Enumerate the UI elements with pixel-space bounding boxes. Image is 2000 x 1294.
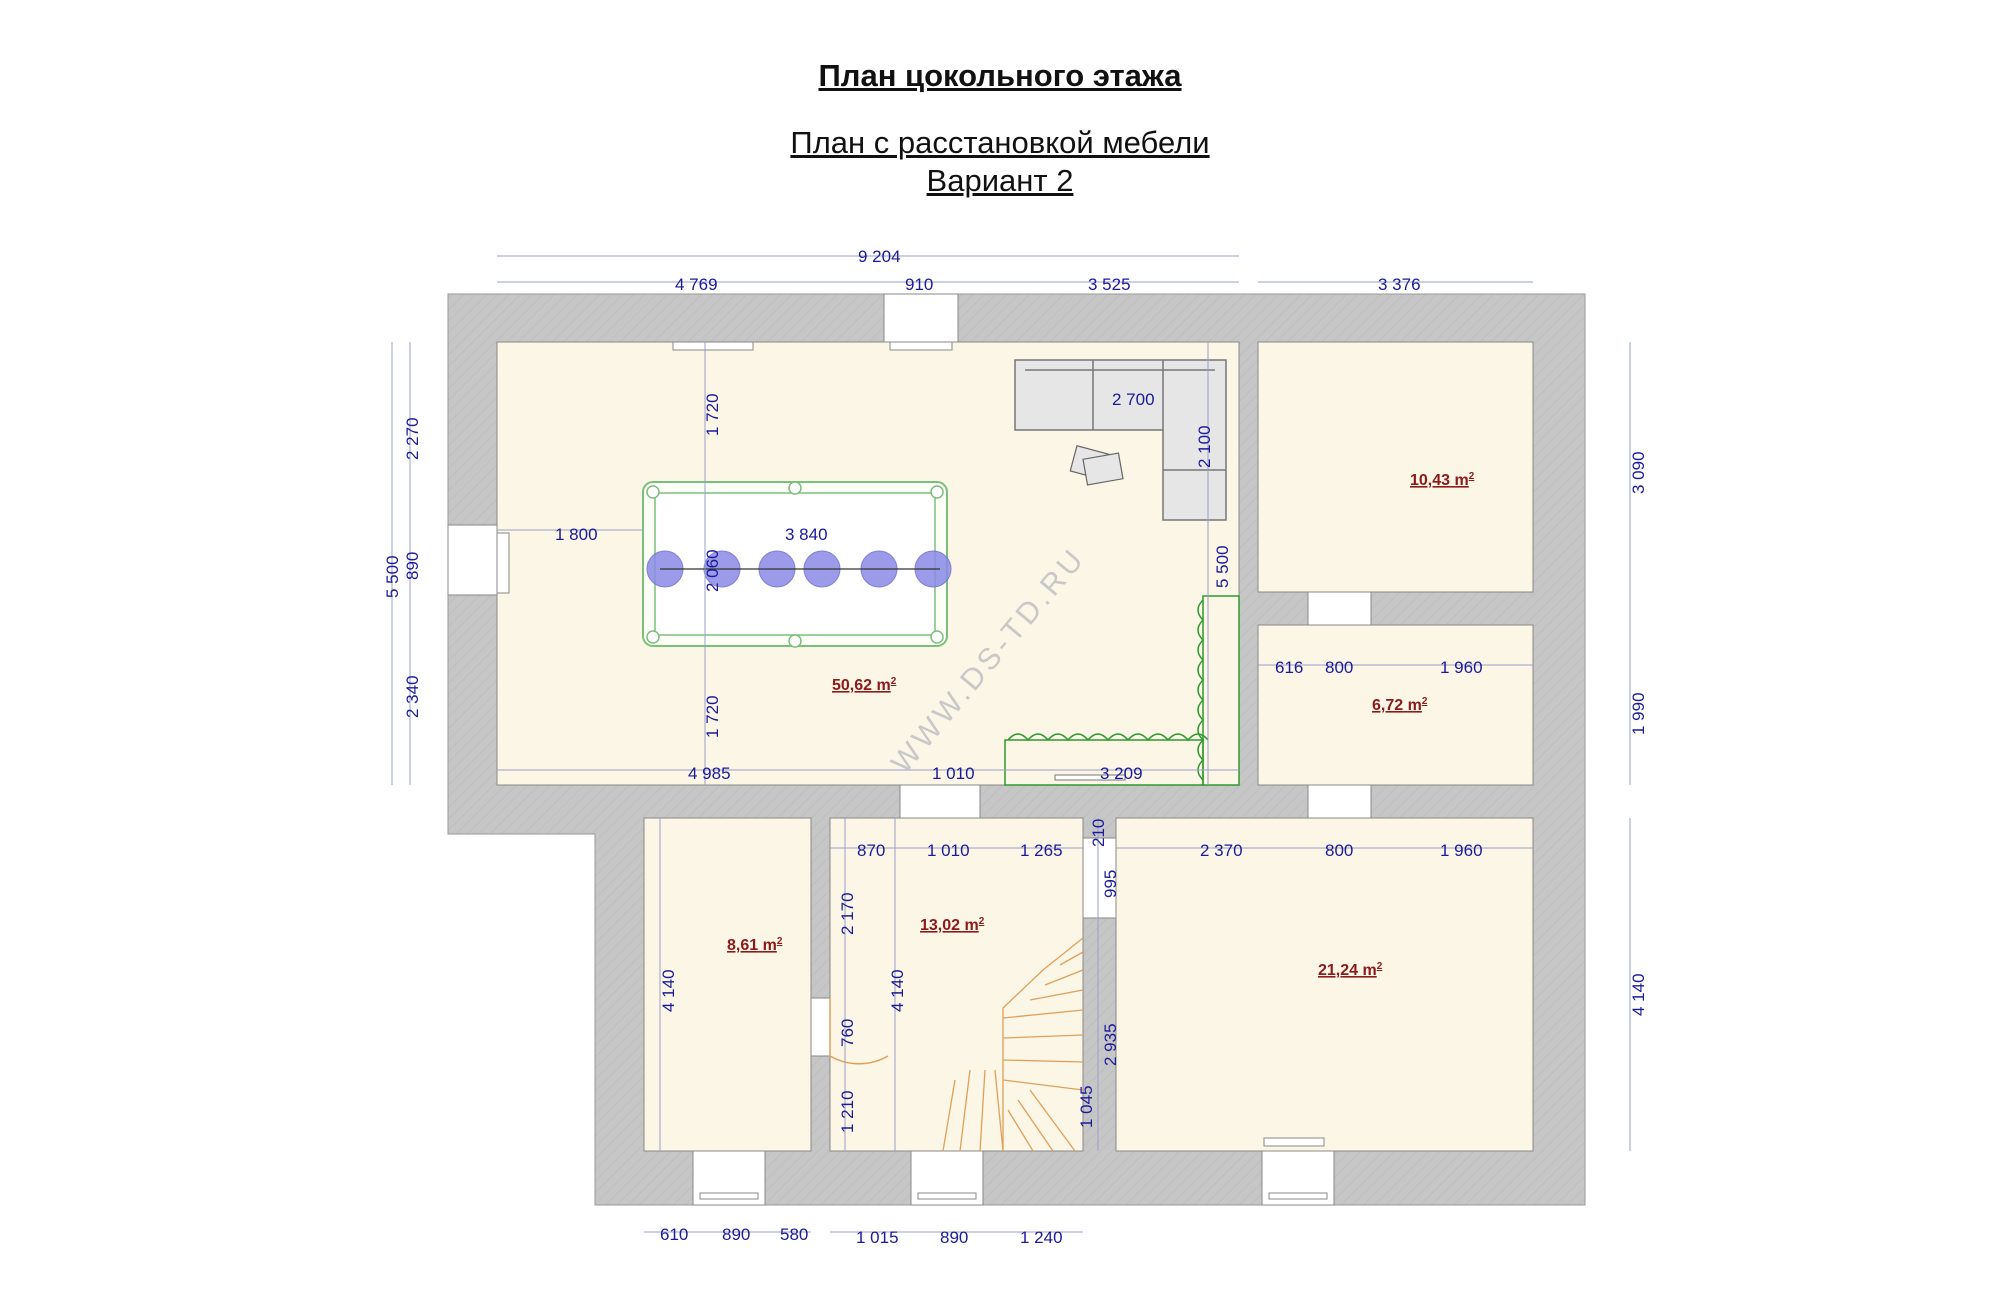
area-stair-hall: 13,02 m2 <box>920 916 985 934</box>
dim-bot-1: 610 <box>660 1225 688 1244</box>
dim-sofa-depth: 2 100 <box>1195 425 1214 468</box>
dim-top-4: 3 376 <box>1378 275 1421 294</box>
dim-hall-v-top: 1 720 <box>703 393 722 436</box>
dim-right-3: 4 140 <box>1629 973 1648 1016</box>
area-room-sw: 8,61 m2 <box>727 936 783 954</box>
room-stair-hall <box>829 817 1084 1152</box>
dim-hall-v-right: 5 500 <box>1213 545 1232 588</box>
area-labels: 50,62 m2 10,43 m2 6,72 m2 8,61 m2 13,02 … <box>727 471 1475 979</box>
door-ne-e <box>1307 591 1372 626</box>
dim-st-5: 995 <box>1101 870 1120 898</box>
dim-e-2: 800 <box>1325 658 1353 677</box>
sofa <box>1014 359 1227 521</box>
dim-e-1: 616 <box>1275 658 1303 677</box>
dim-st-1: 870 <box>857 841 885 860</box>
dim-se-2: 800 <box>1325 841 1353 860</box>
dim-top-3: 3 525 <box>1088 275 1131 294</box>
dim-table-w: 2 060 <box>703 549 722 592</box>
room-ne <box>1257 341 1534 593</box>
area-main-hall: 50,62 m2 <box>832 676 897 694</box>
dim-st-3: 1 265 <box>1020 841 1063 860</box>
area-room-ne: 10,43 m2 <box>1410 471 1475 489</box>
billiard-table <box>642 481 952 648</box>
dim-st-6: 2 935 <box>1101 1023 1120 1066</box>
dim-st-2: 1 010 <box>927 841 970 860</box>
dim-left-3: 2 340 <box>403 675 422 718</box>
dim-hall-b-1: 4 985 <box>688 764 731 783</box>
dim-st-8: 2 170 <box>838 892 857 935</box>
door-stair-se <box>1082 837 1117 919</box>
dim-bot-5: 890 <box>940 1228 968 1247</box>
room-se <box>1115 817 1534 1152</box>
coffee-table <box>1069 445 1124 486</box>
door-swing <box>829 998 889 1065</box>
dim-bot-2: 890 <box>722 1225 750 1244</box>
dim-st-11: 1 210 <box>838 1090 857 1133</box>
dimension-lines <box>391 255 1631 1233</box>
dim-se-1: 2 370 <box>1200 841 1243 860</box>
door-hall-stair <box>899 784 981 819</box>
dim-top-1: 4 769 <box>675 275 718 294</box>
plan-title: План цокольного этажа <box>818 58 1182 93</box>
dim-sofa-len: 2 700 <box>1112 390 1155 409</box>
dim-bot-6: 1 240 <box>1020 1228 1063 1247</box>
dim-hall-v-bottom: 1 720 <box>703 695 722 738</box>
dim-e-3: 1 960 <box>1440 658 1483 677</box>
area-room-se: 21,24 m2 <box>1318 961 1383 979</box>
plan-variant: Вариант 2 <box>926 163 1074 198</box>
dim-left-total: 5 500 <box>383 555 402 598</box>
area-room-e: 6,72 m2 <box>1372 696 1428 714</box>
dim-left-2: 890 <box>403 552 422 580</box>
door-e-se <box>1307 784 1372 819</box>
plan-subtitle: План с расстановкой мебели <box>790 125 1210 160</box>
room-e <box>1257 624 1534 786</box>
window-left <box>447 524 498 596</box>
dim-right-2: 1 990 <box>1629 692 1648 735</box>
dim-hall-b-3: 3 209 <box>1100 764 1143 783</box>
dim-table-len: 3 840 <box>785 525 828 544</box>
dim-left-1: 2 270 <box>403 417 422 460</box>
dimension-texts: 9 204 4 769 910 3 525 3 376 5 500 2 270 … <box>383 247 1648 1247</box>
dim-bot-4: 1 015 <box>856 1228 899 1247</box>
dim-hall-b-2: 1 010 <box>932 764 975 783</box>
dim-top-2: 910 <box>905 275 933 294</box>
dim-st-10: 760 <box>838 1019 857 1047</box>
window-top <box>883 293 959 343</box>
dim-se-3: 1 960 <box>1440 841 1483 860</box>
dim-bot-3: 580 <box>780 1225 808 1244</box>
dim-top-total: 9 204 <box>858 247 901 266</box>
dim-st-4: 210 <box>1089 819 1108 847</box>
dim-sw-v: 4 140 <box>659 969 678 1012</box>
dim-table-offset: 1 800 <box>555 525 598 544</box>
plants <box>1004 595 1240 786</box>
dim-st-7: 1 045 <box>1077 1085 1096 1128</box>
door-sw-stair <box>810 997 831 1057</box>
dim-st-9: 4 140 <box>888 969 907 1012</box>
staircase <box>942 937 1084 1152</box>
dim-right-1: 3 090 <box>1629 451 1648 494</box>
